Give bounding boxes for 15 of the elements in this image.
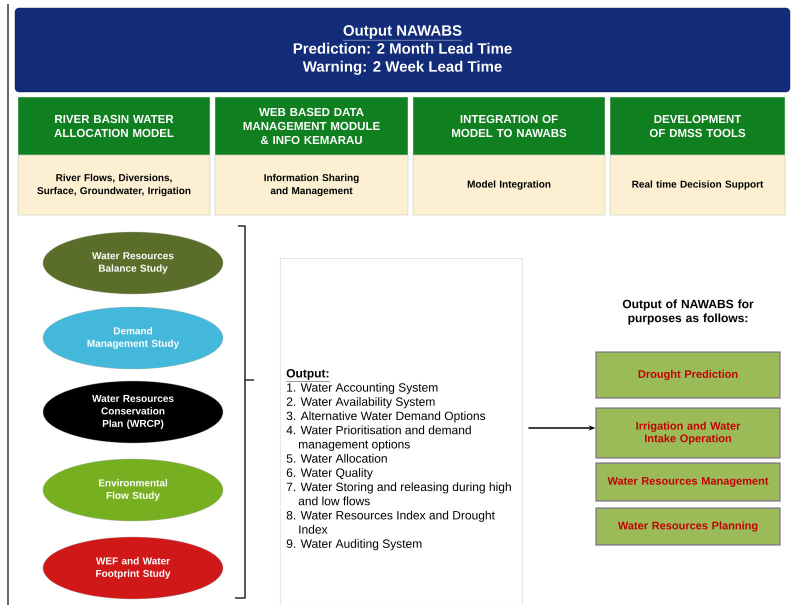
purpose-box: Drought Prediction	[596, 352, 780, 398]
description-box: Information Sharing and Management	[214, 154, 408, 216]
description-box: Real time Decision Support	[610, 154, 786, 216]
header-banner: Output NAWABS Prediction: 2 Month Lead Time Warning: 2 Week Lead Time	[14, 8, 790, 92]
purpose-box: Irrigation and Water Intake Operation	[596, 408, 780, 458]
title-box: WEB BASED DATA MANAGEMENT MODULE & INFO KEMARAU	[214, 96, 408, 156]
heading-text: Output of NAWABS for purposes as follows:	[622, 299, 754, 325]
output-list-box: Output: 1. Water Accounting System 2. Water Availability System 3. Alternative Water Demand Options 4. Water Prioritisation and demand management options 5. Water Allocation 6. Water Quality 7. Water Storing and releasing during high and low flows 8. Water Resources Index and Drought Index 9. Water Auditing System	[280, 258, 522, 605]
description-box: Model Integration	[412, 154, 606, 216]
title-box: INTEGRATION OF MODEL TO NAWABS	[412, 96, 606, 156]
title-box: DEVELOPMENT OF DMSS TOOLS	[610, 96, 786, 156]
purpose-box: Water Resources Planning	[596, 508, 780, 546]
title-box: RIVER BASIN WATER ALLOCATION MODEL	[18, 96, 210, 156]
description-box: River Flows, Diversions, Surface, Groundwater, Irrigation	[18, 154, 210, 216]
purpose-box: Water Resources Management	[596, 462, 780, 502]
